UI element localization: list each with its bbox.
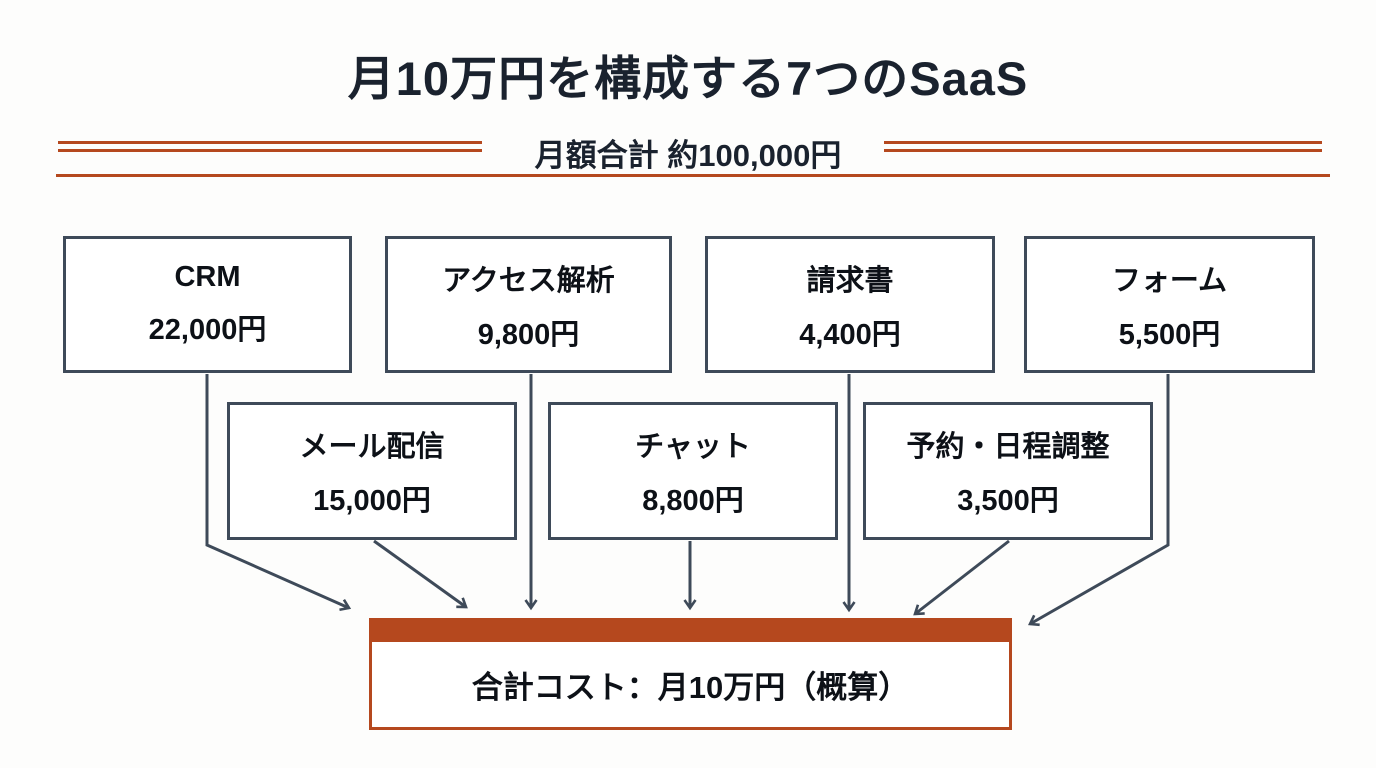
service-box-form: フォーム 5,500円	[1024, 236, 1315, 373]
page-title: 月10万円を構成する7つのSaaS	[347, 52, 1029, 105]
service-box-chat: チャット 8,800円	[548, 402, 838, 540]
service-box-invoice: 請求書 4,400円	[705, 236, 995, 373]
service-name: CRM	[174, 261, 241, 293]
service-name: メール配信	[299, 431, 445, 463]
service-price: 9,800円	[477, 318, 580, 351]
service-price: 5,500円	[1118, 318, 1221, 351]
subtitle-rule-left-bottom	[58, 149, 482, 152]
service-price: 4,400円	[799, 318, 901, 351]
service-price: 15,000円	[313, 485, 431, 517]
total-cost-box: 合計コスト：月10万円（概算）	[369, 618, 1012, 730]
arrow-mail-to-total	[373, 539, 468, 609]
total-cost-label: 合計コスト：月10万円（概算）	[471, 669, 910, 705]
service-price: 3,500円	[957, 485, 1059, 517]
subtitle-rule-right-top	[884, 141, 1322, 144]
header-divider-rule	[56, 174, 1330, 177]
service-box-access-analytics: アクセス解析 9,800円	[385, 236, 672, 373]
service-name: 予約・日程調整	[906, 431, 1110, 463]
service-box-crm: CRM 22,000円	[63, 236, 352, 373]
subtitle-rule-left-top	[58, 141, 482, 144]
total-cost-accent-bar	[371, 620, 1010, 642]
service-box-booking-scheduling: 予約・日程調整 3,500円	[863, 402, 1153, 540]
subtitle-rule-right-bottom	[884, 149, 1322, 152]
monthly-total-subtitle: 月額合計 約100,000円	[534, 138, 842, 173]
service-price: 22,000円	[148, 314, 267, 346]
service-name: フォーム	[1111, 264, 1228, 297]
arrow-booking-to-total	[913, 539, 1010, 616]
service-name: チャット	[635, 431, 751, 463]
service-price: 8,800円	[642, 485, 744, 517]
service-name: アクセス解析	[442, 264, 615, 297]
service-box-mail-delivery: メール配信 15,000円	[227, 402, 517, 540]
service-name: 請求書	[806, 264, 894, 297]
